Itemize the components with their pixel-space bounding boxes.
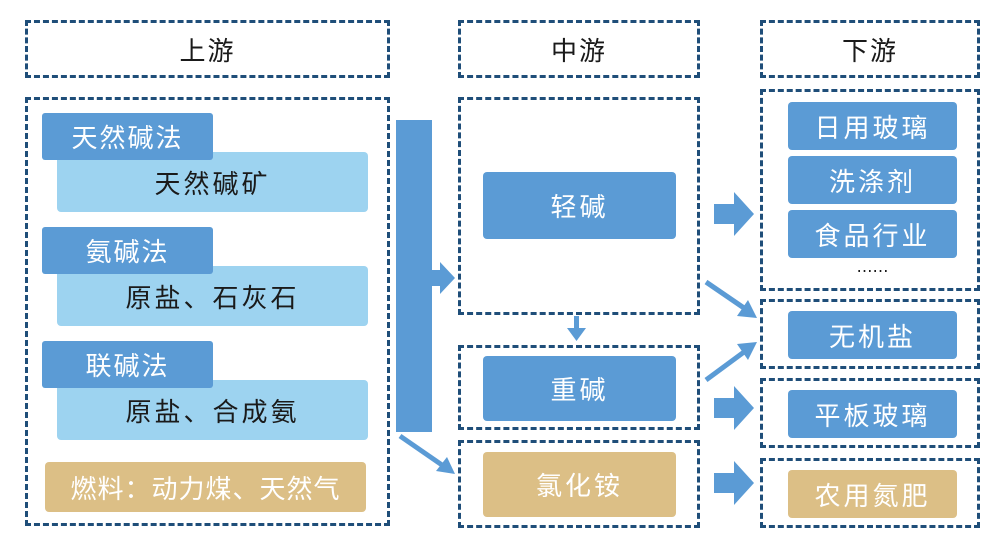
arrow-heavy-soda-to-flat-glass [714, 386, 754, 430]
arrow-light-soda-to-group1 [714, 192, 754, 236]
upstream-header: 上游 [25, 20, 390, 78]
arrow-light-to-heavy-shaft [574, 316, 579, 330]
fuel-box: 燃料：动力煤、天然气 [45, 462, 366, 512]
midstream-header: 中游 [458, 20, 700, 78]
fertilizer-container [760, 458, 980, 528]
raw-material-natural-alkali-ore: 天然碱矿 [57, 152, 368, 212]
downstream-nitrogen-fertilizer: 农用氮肥 [788, 470, 957, 518]
downstream-inorganic-salt: 无机盐 [788, 311, 957, 359]
ammonium-chloride-container [458, 440, 700, 528]
downstream-group1-container [760, 89, 980, 291]
arrow-to-ammonium-chloride-head [436, 457, 455, 474]
inorganic-salt-container [760, 299, 980, 369]
heavy-soda-box: 重碱 [483, 356, 676, 421]
method-natural-alkali: 天然碱法 [42, 113, 213, 160]
arrow-heavy-soda-to-inorganic-salt-head [737, 342, 757, 360]
downstream-header: 下游 [760, 20, 980, 78]
arrow-to-light-soda [432, 262, 455, 294]
flat-glass-container [760, 378, 980, 448]
light-soda-container [458, 97, 700, 315]
downstream-detergent: 洗涤剂 [788, 156, 957, 204]
raw-material-salt-limestone: 原盐、石灰石 [57, 266, 368, 326]
downstream-food-industry: 食品行业 [788, 210, 957, 258]
raw-material-salt-ammonia: 原盐、合成氨 [57, 380, 368, 440]
arrow-light-soda-to-inorganic-salt-line [704, 279, 746, 311]
method-ammonia-soda: 氨碱法 [42, 227, 213, 274]
method-combined-soda: 联碱法 [42, 341, 213, 388]
arrow-to-ammonium-chloride-line [398, 433, 444, 468]
downstream-ellipsis: …… [856, 257, 889, 276]
heavy-soda-container [458, 345, 700, 430]
arrow-heavy-soda-to-inorganic-salt-line [704, 349, 746, 383]
downstream-daily-glass: 日用玻璃 [788, 102, 957, 150]
upstream-merge-bar [396, 120, 432, 432]
ammonium-chloride-box: 氯化铵 [483, 452, 676, 517]
arrow-ammonium-chloride-to-fertilizer [714, 461, 754, 505]
upstream-header-label: 上游 [179, 36, 236, 67]
downstream-flat-glass: 平板玻璃 [788, 390, 957, 438]
arrow-light-soda-to-inorganic-salt-head [737, 300, 757, 318]
downstream-header-label: 下游 [841, 36, 898, 67]
light-soda-box: 轻碱 [483, 172, 676, 239]
upstream-container [25, 97, 390, 526]
arrow-light-to-heavy-head [567, 328, 586, 341]
midstream-header-label: 中游 [550, 36, 607, 67]
